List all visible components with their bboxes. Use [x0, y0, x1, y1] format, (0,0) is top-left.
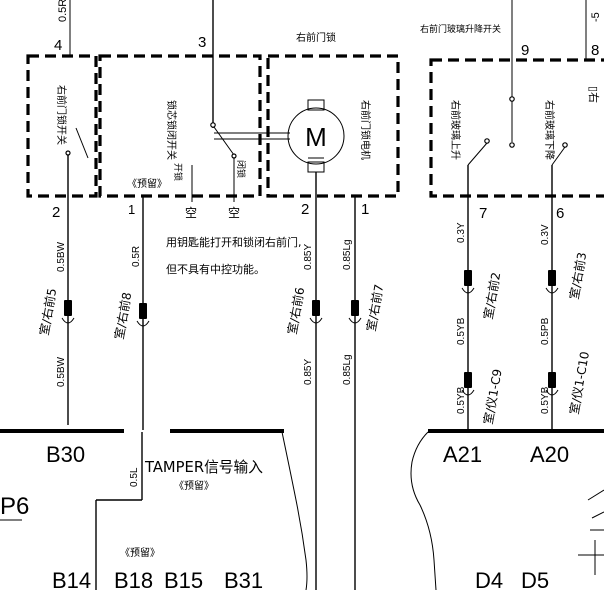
terminal-a20: A20	[530, 442, 569, 467]
door-lock-switch-label: 右前门锁开关	[55, 85, 68, 145]
note-line-2: 但不具有中控功能。	[166, 262, 265, 276]
reserved-label-3: 《预留》	[120, 546, 160, 559]
motor-label: 右前门锁电机	[359, 100, 372, 160]
terminal-d5: D5	[521, 568, 549, 590]
wire-label-05r-top: 0.5R	[57, 0, 69, 22]
motor-icon	[287, 107, 345, 165]
top-wires	[69, 0, 587, 128]
wire-05yb-3: 0.5YB	[540, 386, 551, 414]
terminal-b18: B18	[114, 568, 153, 590]
edge-glyph-fragment	[578, 489, 604, 575]
wire-085y-bot: 0.85Y	[303, 359, 314, 385]
connector-right-front-5: 室/右前5	[36, 287, 59, 337]
pin-2-a: 2	[52, 204, 60, 221]
pin-6: 6	[556, 205, 564, 222]
connector-right-front-3: 室/右前3	[566, 251, 589, 301]
reserved-label-1: 《预留》	[127, 177, 167, 190]
reserved-label-2: 《预留》	[174, 479, 214, 492]
connector-right-front-6: 室/右前6	[284, 286, 307, 336]
wire-085y-top: 0.85Y	[303, 244, 314, 270]
window-up-label: 右前玻璃上升	[449, 100, 462, 160]
terminal-b14: B14	[52, 568, 91, 590]
wire-05r: 0.5R	[131, 246, 142, 267]
window-common-contact-1	[509, 96, 515, 102]
motor-symbol: M	[305, 122, 327, 152]
wire-05pb-1: 0.5PB	[540, 317, 551, 345]
wire-03v: 0.3V	[540, 224, 551, 245]
pin-9: 9	[521, 42, 529, 59]
cylinder-contact	[231, 153, 237, 159]
terminal-a21: A21	[443, 442, 482, 467]
wire-05bw-top: 0.5BW	[56, 241, 67, 272]
pin-1-a: 1	[128, 202, 135, 217]
pin-2-b: 2	[301, 201, 309, 218]
wire-03y: 0.3Y	[456, 222, 467, 243]
wire-05yb-2: 0.5YB	[456, 386, 467, 414]
module-outline-right	[410, 431, 437, 590]
empty-label-1: 空	[185, 206, 197, 220]
door-lock-switch-box	[26, 54, 98, 198]
wire-085lg-top: 0.85Lg	[342, 239, 353, 270]
door-lock-motor-box	[266, 54, 400, 198]
terminal-p6: P6	[0, 493, 29, 520]
open-lock-label: 开锁	[172, 163, 184, 181]
close-lock-label: 闭锁	[235, 160, 247, 178]
module-outline-left	[281, 431, 308, 590]
pin-7: 7	[479, 205, 487, 222]
lock-cylinder-switch-label: 锁芯锁闭开关	[165, 100, 178, 160]
connector-right-front-7: 室/右前7	[363, 283, 386, 333]
note-line-1: 用钥匙能打开和锁闭右前门,	[166, 235, 302, 249]
connector-right-front-8: 室/右前8	[111, 291, 134, 341]
empty-label-2: 空	[228, 206, 240, 220]
wire-05yb-1: 0.5YB	[456, 317, 467, 345]
tamper-label: TAMPER信号输入	[144, 458, 263, 476]
terminal-d4: D4	[475, 568, 503, 590]
connector-plugs	[61, 270, 559, 396]
window-down-contact	[562, 142, 568, 148]
right-fragment-top: -5	[590, 12, 602, 22]
right-fragment-box: ▯右	[587, 86, 601, 103]
window-switch-title: 右前门玻璃升降开关	[420, 23, 501, 35]
window-switch-box	[429, 58, 604, 198]
terminal-b30: B30	[46, 442, 85, 467]
connector-right-front-2: 室/右前2	[480, 271, 503, 321]
pin-4: 4	[54, 37, 62, 54]
terminal-b31: B31	[224, 568, 263, 590]
pin-8: 8	[591, 42, 599, 59]
wire-05l: 0.5L	[129, 467, 140, 487]
pin-1-b: 1	[361, 201, 369, 218]
door-lock-title: 右前门锁	[296, 31, 336, 44]
wire-085lg-bot: 0.85Lg	[342, 354, 353, 385]
connector-instrument-c10: 室/仪1-C10	[566, 350, 592, 415]
wire-05bw-bot: 0.5BW	[56, 356, 67, 387]
window-down-label: 右前玻璃下降	[543, 100, 556, 160]
connector-instrument-c9: 室/仪1-C9	[480, 368, 505, 426]
window-up-contact	[484, 138, 490, 144]
lock-cylinder-switch-box	[98, 54, 262, 198]
switch-contact	[65, 150, 71, 156]
cylinder-switch-pivot	[210, 122, 216, 128]
pin-3: 3	[198, 34, 206, 51]
window-common-contact-2	[509, 142, 515, 148]
terminal-b15: B15	[164, 568, 203, 590]
